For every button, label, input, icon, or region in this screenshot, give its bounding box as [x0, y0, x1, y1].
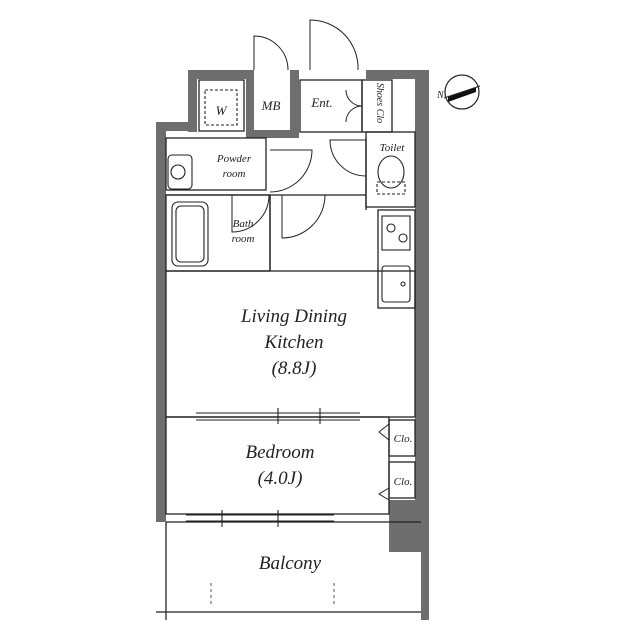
fixtures: [167, 89, 411, 303]
bath-room-label-line2: room: [232, 233, 255, 245]
sliding-doors: [186, 408, 360, 527]
entrance-label: Ent.: [310, 95, 332, 110]
washer-label: W: [216, 103, 228, 118]
stove-icon: [381, 215, 411, 251]
north-arrow-icon: [448, 87, 476, 102]
entrance-door-arc: [309, 19, 359, 71]
bath-room-label-line1: Bath: [233, 218, 254, 230]
basin-bowl-icon: [170, 164, 186, 180]
outer-walls: [156, 70, 429, 620]
ldk-label-line3: (8.8J): [272, 358, 317, 379]
interior-walls: [156, 79, 421, 620]
ldk-label-line2: Kitchen: [263, 332, 323, 353]
toilet-icon: [377, 155, 405, 189]
closet-upper-label: Clo.: [394, 433, 413, 445]
powder-room-label-line1: Powder: [216, 153, 252, 165]
kitchen-sink-icon: [381, 265, 411, 303]
doors: [231, 19, 390, 501]
bedroom-label-line1: Bedroom: [246, 442, 315, 463]
balcony-drains: [210, 583, 335, 605]
bathtub: [171, 201, 209, 267]
ldk-label-line1: Living Dining: [240, 306, 347, 327]
closet-lower-label: Clo.: [394, 476, 413, 488]
powder-room-label-line2: room: [223, 168, 246, 180]
meter-box-label: MB: [261, 98, 281, 113]
shoes-closet-label: Shoes Clo: [374, 83, 385, 123]
compass-north-label: N: [436, 90, 445, 101]
room-labels: W MB Ent. Shoes Clo Powder room Toilet B…: [216, 83, 413, 574]
compass: N: [436, 74, 481, 110]
toilet-label: Toilet: [380, 142, 406, 154]
door-arc: [253, 35, 289, 71]
washer-pan: [204, 89, 238, 126]
bedroom-label-line2: (4.0J): [258, 468, 303, 489]
wash-basin: [167, 154, 193, 190]
balcony-label: Balcony: [259, 553, 322, 574]
